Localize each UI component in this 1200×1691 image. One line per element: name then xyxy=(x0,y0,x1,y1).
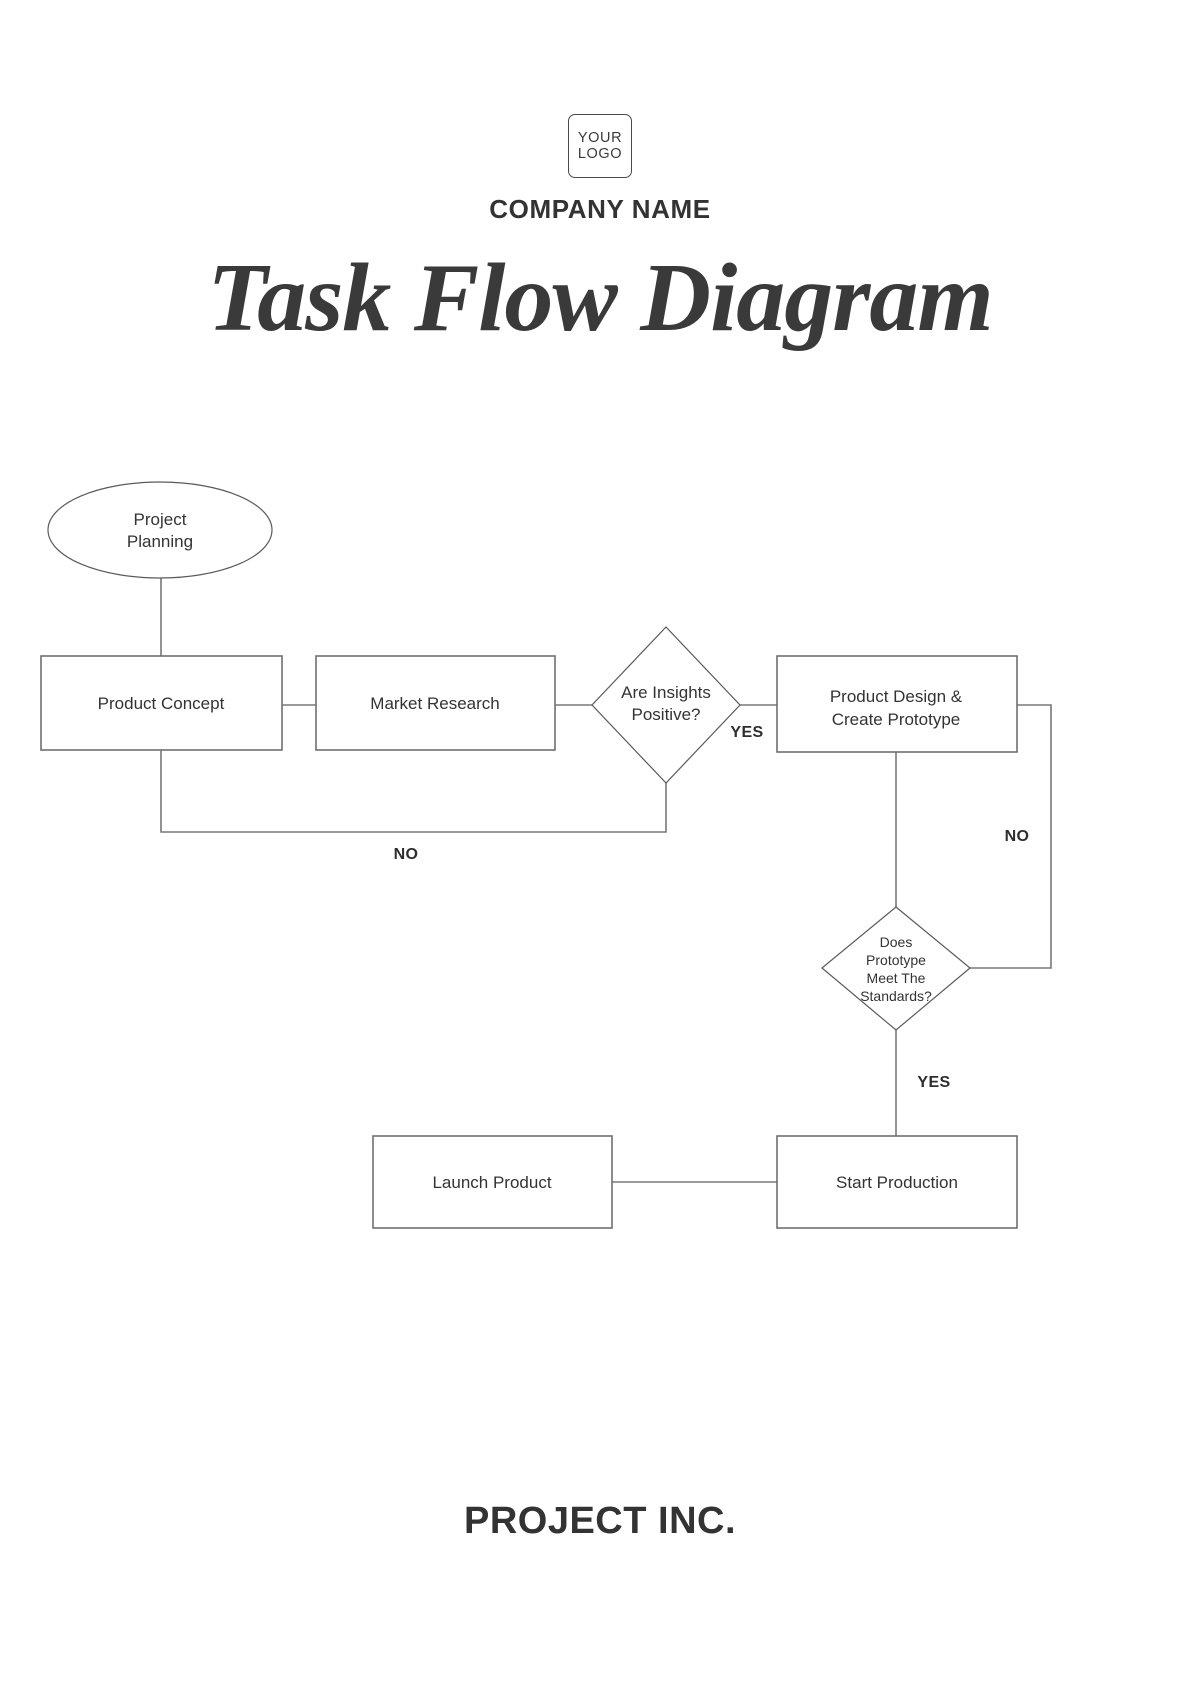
node-product-design-label-1: Product Design & xyxy=(830,687,963,706)
edge-prototype-no-to-design xyxy=(970,704,1052,969)
node-start-production-label: Start Production xyxy=(836,1173,958,1192)
node-product-design-label-2: Create Prototype xyxy=(832,710,961,729)
footer-company: PROJECT INC. xyxy=(463,1500,737,1542)
document-header: YOUR LOGO COMPANY NAME Task Flow Diagram xyxy=(0,0,1200,350)
branch-label-prototype-no: NO xyxy=(1005,828,1030,845)
logo-line-1: YOUR xyxy=(577,129,623,146)
company-name: COMPANY NAME xyxy=(489,194,711,224)
node-prototype-decision-label-3: Meet The xyxy=(867,970,926,986)
node-prototype-decision-label-4: Standards? xyxy=(860,988,932,1004)
node-insights-decision-label-1: Are Insights xyxy=(621,683,711,702)
branch-label-insights-yes: YES xyxy=(730,724,763,741)
node-product-design[interactable]: Product Design & Create Prototype xyxy=(776,655,1018,753)
node-project-planning[interactable]: Project Planning xyxy=(47,481,273,579)
node-prototype-decision-label-2: Prototype xyxy=(866,952,926,968)
node-start-production[interactable]: Start Production xyxy=(776,1135,1018,1229)
branch-label-insights-no: NO xyxy=(394,846,419,863)
node-launch-product[interactable]: Launch Product xyxy=(372,1135,613,1229)
task-flow-diagram: Product Design --> back to Product Conce… xyxy=(0,460,1200,1260)
node-product-concept[interactable]: Product Concept xyxy=(40,655,283,751)
node-project-planning-label-2: Planning xyxy=(127,532,193,551)
node-project-planning-label-1: Project xyxy=(134,510,187,529)
node-insights-decision-label-2: Positive? xyxy=(632,705,701,724)
node-insights-decision[interactable]: Are Insights Positive? xyxy=(591,626,741,784)
node-market-research[interactable]: Market Research xyxy=(315,655,556,751)
page-title: Task Flow Diagram xyxy=(207,244,993,352)
node-prototype-decision-label-1: Does xyxy=(880,934,913,950)
node-product-concept-label: Product Concept xyxy=(98,694,225,713)
logo-placeholder: YOUR LOGO xyxy=(568,114,632,178)
node-launch-product-label: Launch Product xyxy=(432,1173,551,1192)
edge-insights-no-to-concept xyxy=(160,750,667,833)
branch-label-prototype-yes: YES xyxy=(917,1074,950,1091)
node-prototype-decision[interactable]: Does Prototype Meet The Standards? xyxy=(821,906,971,1031)
logo-line-2: LOGO xyxy=(577,146,623,162)
node-market-research-label: Market Research xyxy=(370,694,499,713)
